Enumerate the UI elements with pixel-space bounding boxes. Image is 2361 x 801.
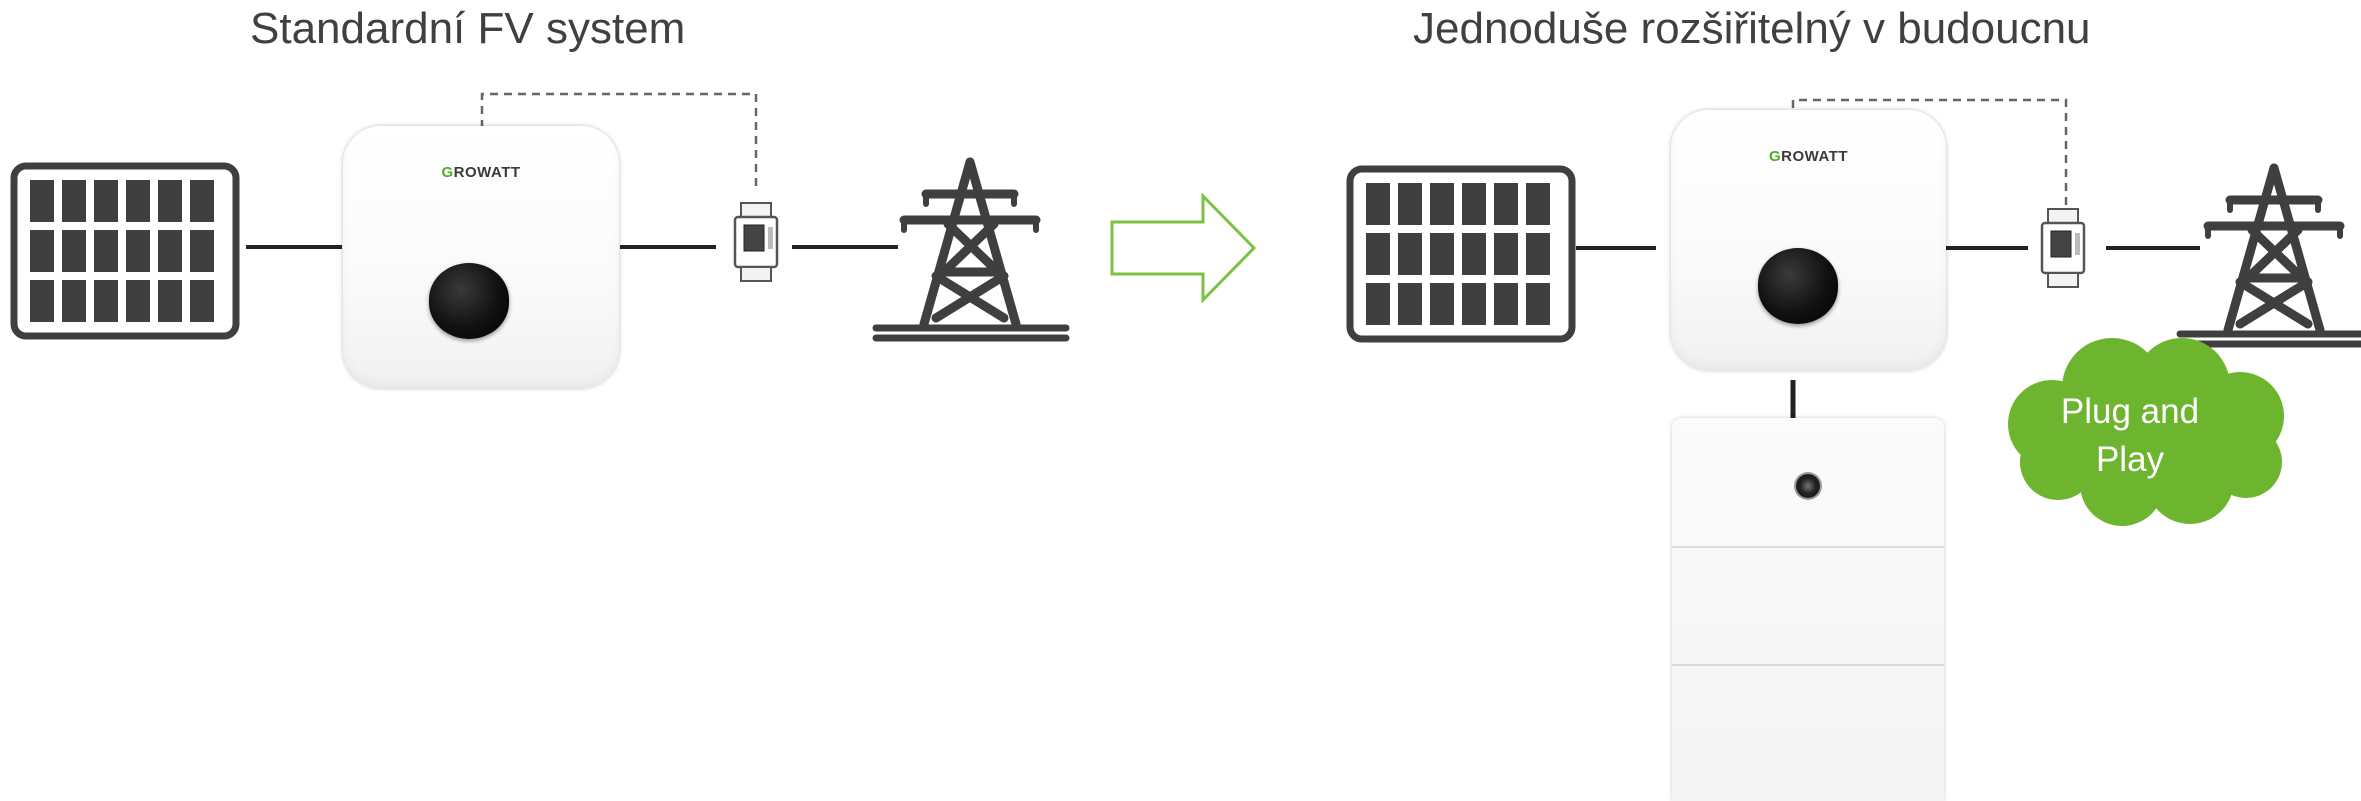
energy-meter-icon bbox=[2040, 207, 2086, 289]
inverter-left: GROWATT bbox=[343, 126, 619, 388]
power-tower-icon bbox=[2180, 168, 2361, 344]
module-divider bbox=[1672, 664, 1944, 666]
power-tower-icon bbox=[876, 162, 1066, 338]
dashed-comm-line bbox=[1791, 98, 2068, 208]
inverter-display bbox=[429, 263, 509, 339]
brand-logo: GROWATT bbox=[441, 164, 521, 181]
solar-panel-icon bbox=[1350, 169, 1572, 339]
battery-stack bbox=[1672, 418, 1944, 801]
transition-arrow-icon bbox=[1110, 192, 1257, 304]
module-divider bbox=[1672, 546, 1944, 548]
power-button-icon bbox=[1796, 474, 1820, 498]
right-title: Jednoduše rozšiřitelný v budoucnu bbox=[1413, 4, 2091, 53]
dashed-comm-line bbox=[480, 92, 758, 188]
brand-logo: GROWATT bbox=[1768, 148, 1849, 165]
plug-and-play-cloud bbox=[2008, 338, 2284, 526]
energy-meter-icon bbox=[733, 201, 779, 283]
inverter-right: GROWATT bbox=[1671, 110, 1946, 370]
left-title: Standardní FV system bbox=[250, 4, 686, 53]
plug-and-play-text: Plug and Play bbox=[2010, 388, 2250, 484]
cloud-text-line-2: Play bbox=[2095, 440, 2165, 479]
inverter-display bbox=[1758, 248, 1838, 324]
solar-panel-icon bbox=[14, 166, 236, 336]
cloud-text-line-1: Plug and bbox=[2060, 392, 2200, 431]
